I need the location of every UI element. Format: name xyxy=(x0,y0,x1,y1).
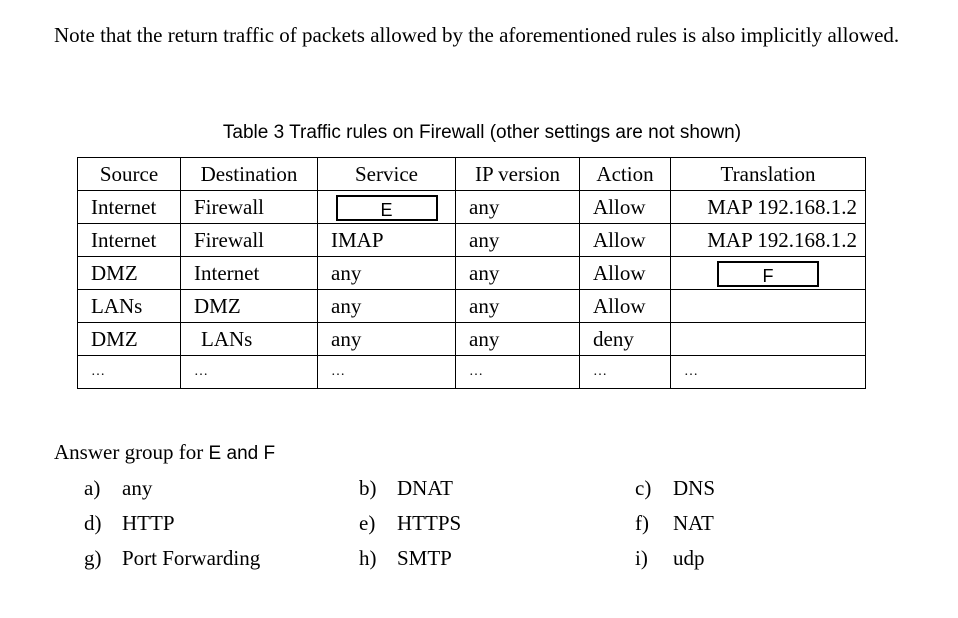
cell-source: Internet xyxy=(77,223,181,257)
column-header-action: Action xyxy=(579,157,671,191)
cell-ip-version: any xyxy=(455,223,580,257)
column-header-service: Service xyxy=(317,157,456,191)
answer-option: a) any xyxy=(84,476,152,501)
column-header-ip-version: IP version xyxy=(455,157,580,191)
answer-option: f) NAT xyxy=(635,511,714,536)
table-row: … … … … … … xyxy=(77,355,866,389)
blank-e: E xyxy=(335,194,438,221)
cell-source: DMZ xyxy=(77,256,181,290)
cell-action: deny xyxy=(579,322,671,356)
cell-ip-version: … xyxy=(455,355,580,389)
cell-action: … xyxy=(579,355,671,389)
cell-destination: DMZ xyxy=(180,289,318,323)
option-letter: c) xyxy=(635,476,652,500)
option-text: udp xyxy=(673,546,705,570)
option-text: any xyxy=(122,476,153,500)
cell-service: any xyxy=(317,289,456,323)
option-text: HTTPS xyxy=(397,511,462,535)
option-text: DNS xyxy=(673,476,716,500)
cell-action: Allow xyxy=(579,289,671,323)
cell-destination: … xyxy=(180,355,318,389)
cell-translation: F xyxy=(670,256,866,290)
answer-group-title: Answer group for E and F xyxy=(54,440,275,465)
answer-group-title-prefix: Answer group for xyxy=(54,440,204,464)
cell-translation xyxy=(670,289,866,323)
cell-source: Internet xyxy=(77,190,181,224)
option-letter: d) xyxy=(84,511,102,535)
cell-service: any xyxy=(317,256,456,290)
cell-ip-version: any xyxy=(455,289,580,323)
table-row: DMZ LANs any any deny xyxy=(77,322,866,356)
option-letter: b) xyxy=(359,476,377,500)
table-row: LANs DMZ any any Allow xyxy=(77,289,866,323)
option-text: SMTP xyxy=(397,546,452,570)
option-letter: h) xyxy=(359,546,377,570)
cell-source: LANs xyxy=(77,289,181,323)
option-letter: e) xyxy=(359,511,376,535)
cell-service: IMAP xyxy=(317,223,456,257)
cell-action: Allow xyxy=(579,190,671,224)
answer-option: h) SMTP xyxy=(359,546,452,571)
table-caption: Table 3 Traffic rules on Firewall (other… xyxy=(222,122,742,143)
cell-service: E xyxy=(317,190,456,224)
column-header-source: Source xyxy=(77,157,181,191)
answer-option: b) DNAT xyxy=(359,476,453,501)
option-letter: g) xyxy=(84,546,102,570)
cell-translation: … xyxy=(670,355,866,389)
cell-service: … xyxy=(317,355,456,389)
table-header-row: Source Destination Service IP version Ac… xyxy=(77,157,866,191)
note-paragraph: Note that the return traffic of packets … xyxy=(54,23,900,47)
answer-option: g) Port Forwarding xyxy=(84,546,260,571)
cell-action: Allow xyxy=(579,223,671,257)
option-text: Port Forwarding xyxy=(122,546,261,570)
table-row: Internet Firewall E any Allow MAP 192.16… xyxy=(77,190,866,224)
blank-f: F xyxy=(717,260,819,287)
cell-ip-version: any xyxy=(455,190,580,224)
cell-translation xyxy=(670,322,866,356)
option-text: DNAT xyxy=(397,476,453,500)
cell-destination: LANs xyxy=(180,322,318,356)
column-header-translation: Translation xyxy=(670,157,866,191)
answer-option: d) HTTP xyxy=(84,511,175,536)
cell-destination: Firewall xyxy=(180,190,318,224)
traffic-rules-table: Source Destination Service IP version Ac… xyxy=(77,157,866,389)
answer-group-title-vars: E and F xyxy=(208,443,276,464)
cell-translation: MAP 192.168.1.2 xyxy=(670,190,866,224)
cell-destination: Firewall xyxy=(180,223,318,257)
cell-service: any xyxy=(317,322,456,356)
answer-option: c) DNS xyxy=(635,476,715,501)
option-letter: i) xyxy=(635,546,648,570)
option-letter: f) xyxy=(635,511,649,535)
cell-source: … xyxy=(77,355,181,389)
option-text: HTTP xyxy=(122,511,175,535)
cell-action: Allow xyxy=(579,256,671,290)
cell-destination: Internet xyxy=(180,256,318,290)
cell-ip-version: any xyxy=(455,256,580,290)
cell-translation: MAP 192.168.1.2 xyxy=(670,223,866,257)
cell-source: DMZ xyxy=(77,322,181,356)
option-letter: a) xyxy=(84,476,101,500)
answer-option: e) HTTPS xyxy=(359,511,461,536)
table-row: Internet Firewall IMAP any Allow MAP 192… xyxy=(77,223,866,257)
column-header-destination: Destination xyxy=(180,157,318,191)
cell-ip-version: any xyxy=(455,322,580,356)
table-row: DMZ Internet any any Allow F xyxy=(77,256,866,290)
option-text: NAT xyxy=(673,511,714,535)
answer-option: i) udp xyxy=(635,546,705,571)
